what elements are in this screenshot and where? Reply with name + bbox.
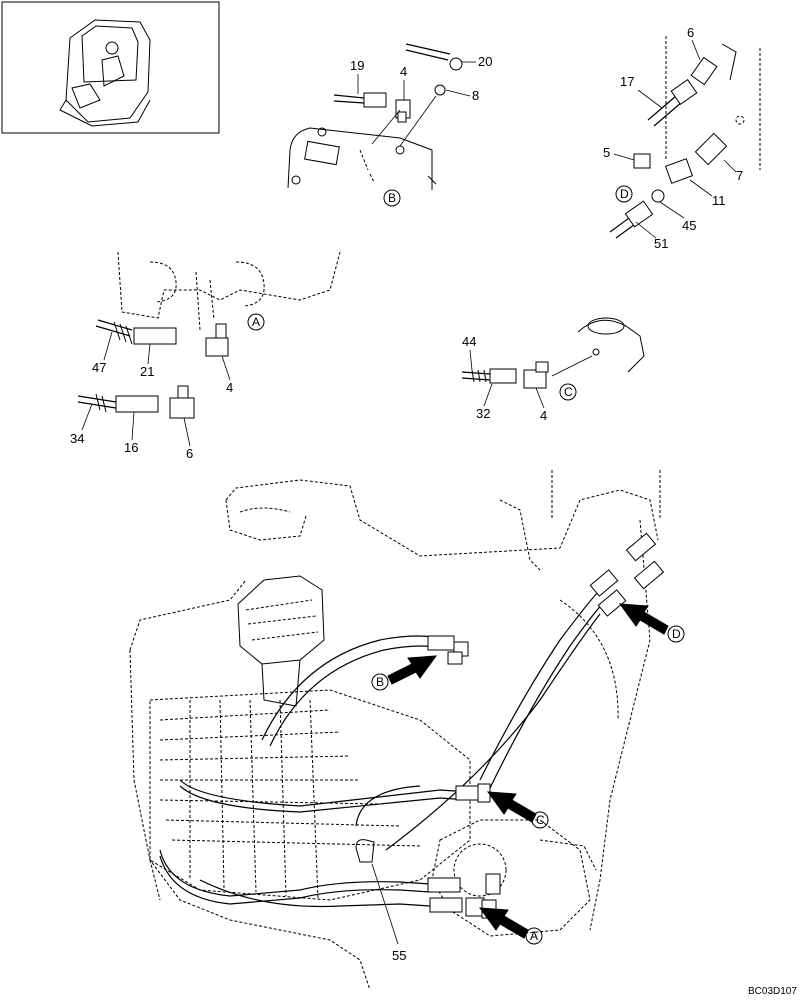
callout-47: 47	[92, 360, 106, 375]
view-label-d: D	[620, 187, 629, 201]
callout-20: 20	[478, 54, 492, 69]
arrow-label-d: D	[672, 627, 681, 641]
callout-17: 17	[620, 74, 634, 89]
callout-45: 45	[682, 218, 696, 233]
callout-44: 44	[462, 334, 476, 349]
callout-16: 16	[124, 440, 138, 455]
callout-55: 55	[392, 948, 406, 963]
view-identifiers: B D A C B D C A	[247, 185, 685, 945]
arrow-label-b: B	[376, 675, 384, 689]
main-assembly	[129, 470, 669, 991]
detail-c	[461, 317, 645, 389]
callout-19: 19	[350, 58, 364, 73]
callout-34: 34	[70, 431, 84, 446]
drawing-code: BC03D107	[748, 986, 797, 997]
callout-32: 32	[476, 406, 490, 421]
callout-labels: 19 4 20 8 6 17 5 7 11 45 51 47 21 4 34 1…	[70, 25, 743, 963]
callout-21: 21	[140, 364, 154, 379]
arrow-label-c: C	[536, 813, 545, 827]
callout-7: 7	[736, 168, 743, 183]
machine-inset	[1, 1, 220, 134]
callout-4: 4	[400, 64, 407, 79]
callout-51: 51	[654, 236, 668, 251]
callout-4: 4	[226, 380, 233, 395]
callout-6: 6	[687, 25, 694, 40]
view-label-a: A	[252, 315, 260, 329]
detail-b	[287, 43, 463, 190]
view-label-b: B	[388, 191, 396, 205]
detail-d	[609, 36, 761, 239]
callout-8: 8	[472, 88, 479, 103]
callout-6: 6	[186, 446, 193, 461]
detail-a	[77, 251, 341, 419]
callout-11: 11	[712, 193, 726, 208]
view-label-c: C	[564, 385, 573, 399]
callout-4: 4	[540, 408, 547, 423]
arrow-label-a: A	[530, 929, 538, 943]
callout-5: 5	[603, 145, 610, 160]
